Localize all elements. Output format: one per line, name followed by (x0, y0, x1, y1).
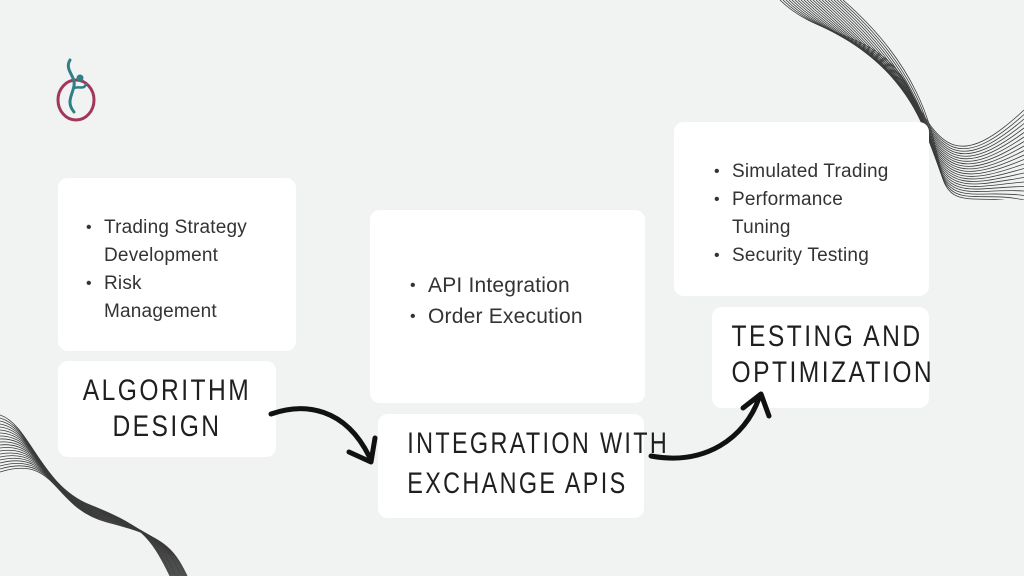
stage-3-details-card: Simulated Trading Performance Tuning Sec… (674, 122, 929, 296)
curved-arrow-icon (268, 406, 378, 465)
stage-2-details-card: API Integration Order Execution (370, 210, 645, 403)
stage-1-title-line-2: DESIGN (112, 410, 222, 443)
stage-1-title-line-1: ALGORITHM (82, 374, 252, 407)
stage-1-title-card: ALGORITHM DESIGN (58, 361, 276, 457)
stage-3-title-line-1: TESTING AND (731, 320, 923, 353)
person-in-circle-logo-icon (56, 58, 96, 122)
stage-2-title-line-1: INTEGRATION WITH (407, 427, 670, 460)
list-item: Performance Tuning (714, 186, 882, 242)
curved-arrow-icon (648, 391, 772, 461)
stage-3-title-line-2: OPTIMIZATION (731, 356, 935, 389)
list-item: API Integration (410, 270, 645, 301)
stage-2-title: INTEGRATION WITH EXCHANGE APIS (407, 424, 670, 504)
stage-1-item-list: Trading Strategy Development Risk Manage… (86, 214, 296, 326)
stage-2-item-list: API Integration Order Execution (410, 270, 645, 332)
stage-3-title-card: TESTING AND OPTIMIZATION (712, 307, 935, 408)
list-item: Security Testing (714, 242, 929, 270)
list-item: Order Execution (410, 301, 645, 332)
stage-2-title-line-2: EXCHANGE APIS (407, 467, 628, 500)
list-item: Simulated Trading (714, 158, 929, 186)
list-item: Risk Management (86, 270, 254, 326)
stage-3-item-list: Simulated Trading Performance Tuning Sec… (714, 158, 929, 270)
stage-3-title: TESTING AND OPTIMIZATION (731, 319, 935, 391)
stage-1-title: ALGORITHM DESIGN (78, 373, 257, 445)
stage-1-details-card: Trading Strategy Development Risk Manage… (58, 178, 296, 351)
list-item: Trading Strategy Development (86, 214, 284, 270)
stage-2-title-card: INTEGRATION WITH EXCHANGE APIS (378, 414, 670, 518)
